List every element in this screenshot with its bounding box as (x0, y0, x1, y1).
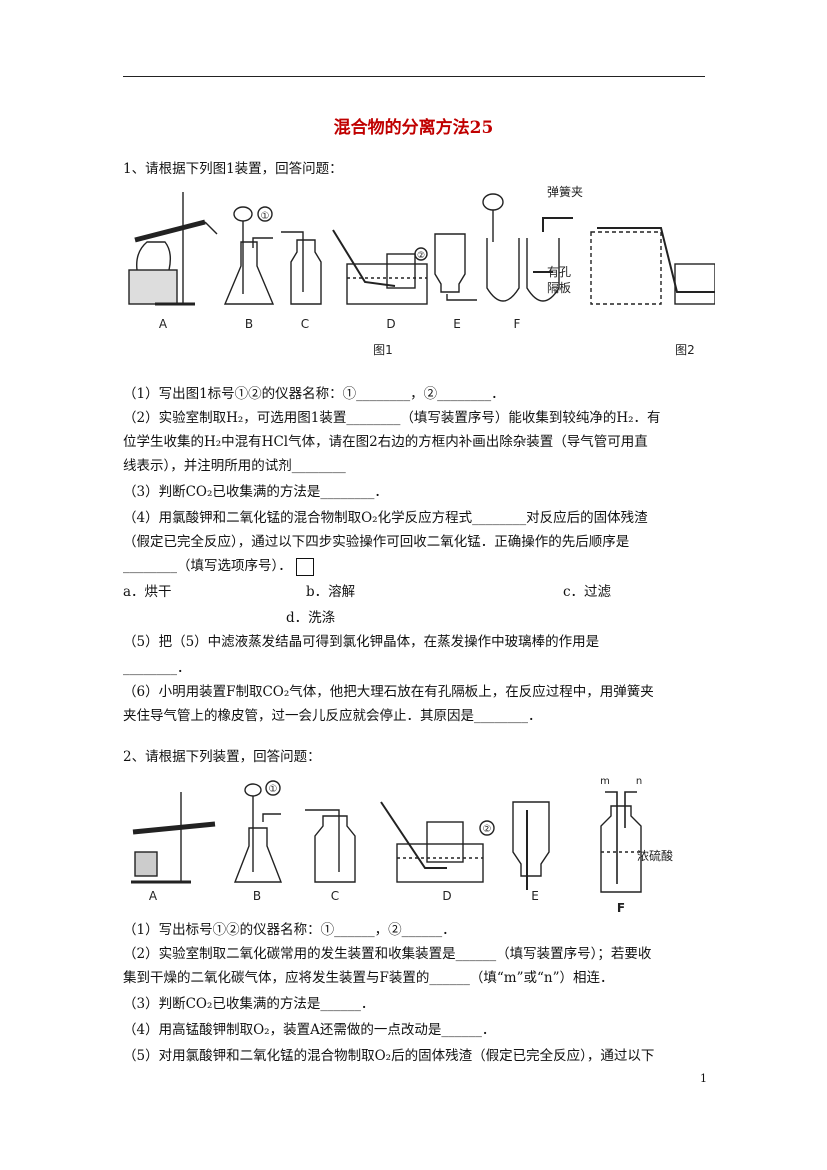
q1-line-4: 线表示），并注明所用的试剂________ (123, 458, 346, 474)
q2-label-a: A (149, 889, 158, 903)
q1-callout-hole: 有孔 (547, 265, 571, 279)
q1-callout-2: ② (417, 251, 425, 261)
q1-line-8: ________（填写选项序号）． (123, 554, 314, 578)
q1-label-b: B (245, 317, 253, 331)
q2-callout-1: ① (269, 784, 278, 795)
q1-figure: A B C D E F 图1 图2 ① ② 弹簧夹 有孔 隔板 (128, 184, 715, 357)
q2-label-e: E (531, 889, 539, 903)
q1-label-a: A (159, 317, 168, 331)
q1-line-5: （3）判断CO₂已收集满的方法是________． (123, 484, 388, 500)
q1-option-d: d．洗涤 (286, 610, 336, 626)
q1-line-10: ________． (123, 660, 191, 676)
q1-option-c: c．过滤 (563, 584, 612, 600)
q2-label-d: D (442, 889, 451, 903)
page-title: 混合物的分离方法25 (333, 118, 494, 138)
q2-line-4: （3）判断CO₂已收集满的方法是______． (123, 996, 375, 1012)
q1-line-8-text: ________（填写选项序号）． (123, 558, 292, 574)
q1-line-6: （4）用氯酸钾和二氧化锰的混合物制取O₂化学反应方程式________对反应后的… (123, 510, 648, 526)
q2-callout-n: n (636, 776, 642, 787)
q1-callout-plate: 隔板 (547, 281, 571, 295)
q2-label-b: B (253, 889, 261, 903)
header-rule (123, 76, 705, 77)
q1-fig1-caption: 图1 (373, 343, 393, 357)
q1-intro: 1、请根据下列图1装置，回答问题： (123, 161, 343, 177)
q1-label-e: E (453, 317, 461, 331)
q2-intro: 2、请根据下列装置，回答问题： (123, 749, 321, 765)
q1-callout-clip: 弹簧夹 (547, 184, 583, 199)
q1-option-b: b．溶解 (306, 584, 356, 600)
q2-callout-m: m (600, 776, 610, 787)
q1-line-11: （6）小明用装置F制取CO₂气体，他把大理石放在有孔隔板上，在反应过程中，用弹簧… (123, 684, 654, 700)
q1-line-12: 夹住导气管上的橡皮管，过一会儿反应就会停止．其原因是________． (123, 708, 542, 724)
q2-line-5: （4）用高锰酸钾制取O₂，装置A还需做的一点改动是______． (123, 1022, 496, 1038)
q2-line-6: （5）对用氯酸钾和二氧化锰的混合物制取O₂后的固体残渣（假定已完全反应），通过以… (123, 1048, 655, 1064)
q1-line-3: 位学生收集的H₂中混有HCl气体，请在图2右边的方框内补画出除杂装置（导气管可用… (123, 434, 648, 450)
q1-callout-1: ① (261, 211, 270, 222)
q1-option-a: a．烘干 (123, 584, 172, 600)
q2-figure: A B C D E F ① ② m n 浓硫酸 (131, 776, 673, 915)
q2-label-c: C (331, 889, 339, 903)
q1-fig2-caption: 图2 (675, 343, 695, 357)
q1-line-2: （2）实验室制取H₂，可选用图1装置________（填写装置序号）能收集到较纯… (123, 410, 661, 426)
q2-line-1: （1）写出标号①②的仪器名称：①______，②______． (123, 922, 456, 938)
q1-label-c: C (301, 317, 309, 331)
q2-line-2: （2）实验室制取二氧化碳常用的发生装置和收集装置是______（填写装置序号）；… (123, 946, 652, 962)
q2-line-3: 集到干燥的二氧化碳气体，应将发生装置与F装置的______（填“m”或“n”）相… (123, 970, 614, 986)
q2-callout-acid: 浓硫酸 (637, 848, 673, 863)
q1-label-f: F (514, 317, 521, 331)
q1-label-d: D (386, 317, 395, 331)
answer-box (295, 557, 314, 576)
q1-line-9: （5）把（5）中滤液蒸发结晶可得到氯化钾晶体，在蒸发操作中玻璃棒的作用是 (123, 634, 600, 650)
q2-callout-2: ② (483, 824, 492, 835)
q1-line-1: （1）写出图1标号①②的仪器名称：①________，②________． (123, 386, 505, 402)
page-number: 1 (700, 1072, 707, 1085)
q1-line-7: （假定已完全反应），通过以下四步实验操作可回收二氧化锰．正确操作的先后顺序是 (123, 534, 630, 550)
q2-label-f: F (617, 901, 625, 915)
